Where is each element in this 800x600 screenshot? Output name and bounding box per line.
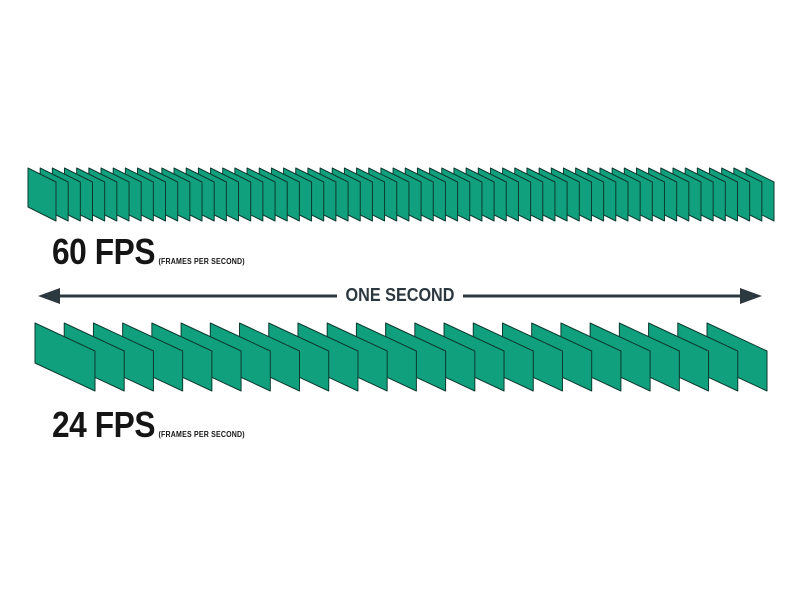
fps-value-60: 60 FPS <box>52 231 156 272</box>
fps24-frame-1 <box>34 322 96 392</box>
fps-subtitle-24: (FRAMES PER SECOND) <box>158 430 245 439</box>
frames-60fps-row <box>27 167 775 222</box>
one-second-label: ONE SECOND <box>337 285 463 306</box>
arrow-head-left <box>38 288 60 304</box>
fps-label-24: 24 FPS(FRAMES PER SECOND) <box>52 404 245 446</box>
fps60-frame-1 <box>27 167 57 222</box>
arrow-head-right <box>740 288 762 304</box>
fps-subtitle-60: (FRAMES PER SECOND) <box>158 257 245 266</box>
fps-value-24: 24 FPS <box>52 404 156 445</box>
fps-label-60: 60 FPS(FRAMES PER SECOND) <box>52 231 245 273</box>
frames-24fps-row <box>34 322 768 392</box>
